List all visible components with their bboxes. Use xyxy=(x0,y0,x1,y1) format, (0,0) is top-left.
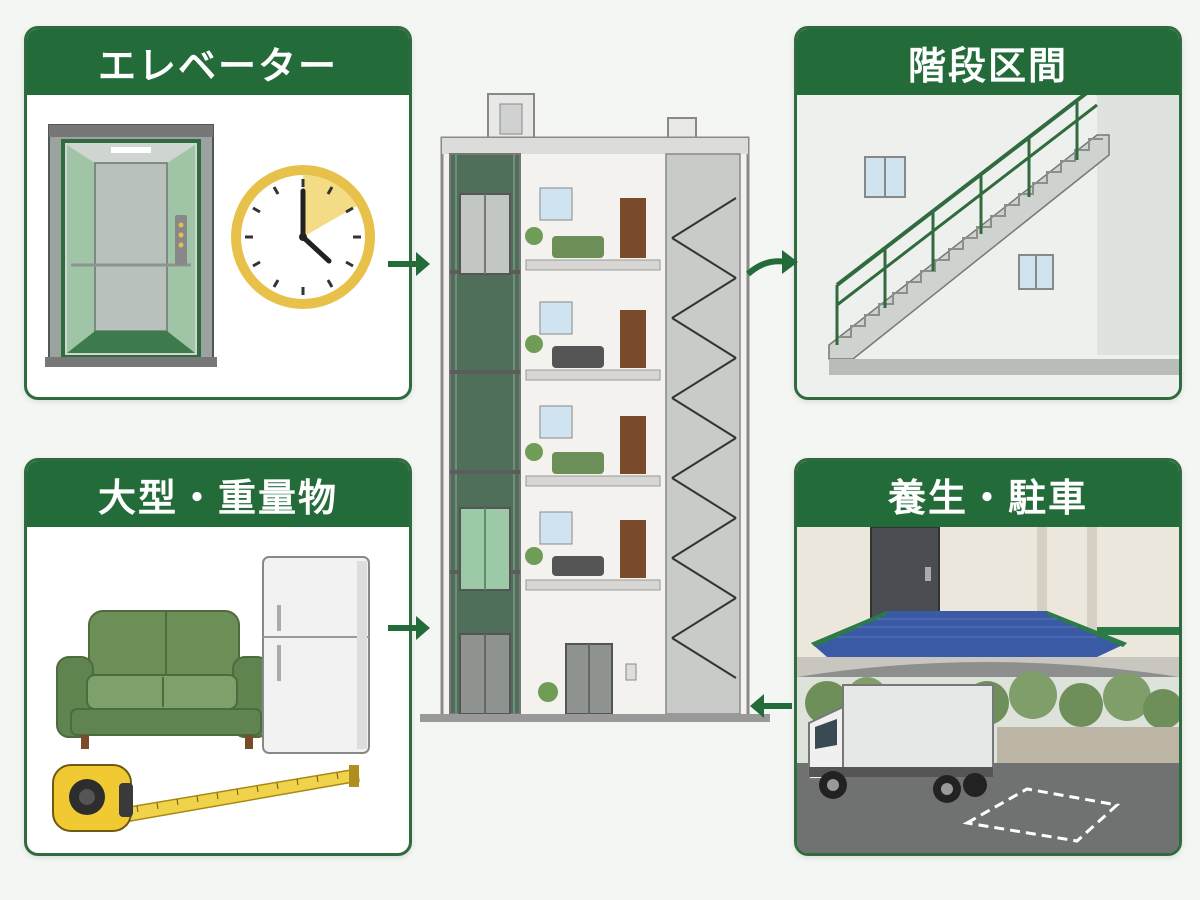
elevator-panel: エレベーター xyxy=(24,26,412,400)
window-icon xyxy=(1018,254,1054,290)
elevator-car-icon xyxy=(459,507,511,591)
apartment-building-cutaway-icon xyxy=(420,93,770,722)
window-icon xyxy=(864,156,906,198)
tape-measure-icon xyxy=(52,764,360,832)
apartment-rooms xyxy=(525,187,646,715)
elevator-car-icon xyxy=(45,124,217,367)
bulky-items-panel: 大型・重量物 xyxy=(24,458,412,856)
staircase-icon xyxy=(665,153,741,715)
refrigerator-icon xyxy=(262,556,370,754)
arrow-left-icon xyxy=(750,694,792,718)
elevator-panel-title: エレベーター xyxy=(27,29,409,95)
truck-icon xyxy=(808,684,994,803)
elevator-car-icon xyxy=(459,193,511,275)
bulky-panel-title: 大型・重量物 xyxy=(27,461,409,527)
door-icon xyxy=(870,527,940,628)
arrow-right-icon xyxy=(388,616,430,640)
stairs-panel-title: 階段区間 xyxy=(797,29,1179,95)
sofa-icon xyxy=(56,610,270,749)
parking-space-icon xyxy=(962,787,1121,843)
stairs-panel-art xyxy=(797,95,1179,397)
floor-protection-icon xyxy=(811,611,1179,657)
elevator-panel-art xyxy=(27,95,409,397)
bulky-panel-art xyxy=(27,527,409,853)
clock-icon xyxy=(231,165,375,309)
stairs-panel: 階段区間 xyxy=(794,26,1182,400)
protect-panel-art xyxy=(797,527,1179,853)
protection-parking-panel: 養生・駐車 xyxy=(794,458,1182,856)
arrow-right-icon xyxy=(746,250,798,277)
building-cutaway xyxy=(420,88,780,738)
staircase-icon xyxy=(828,95,1179,375)
arrow-right-icon xyxy=(388,252,430,276)
protect-panel-title: 養生・駐車 xyxy=(797,461,1179,527)
